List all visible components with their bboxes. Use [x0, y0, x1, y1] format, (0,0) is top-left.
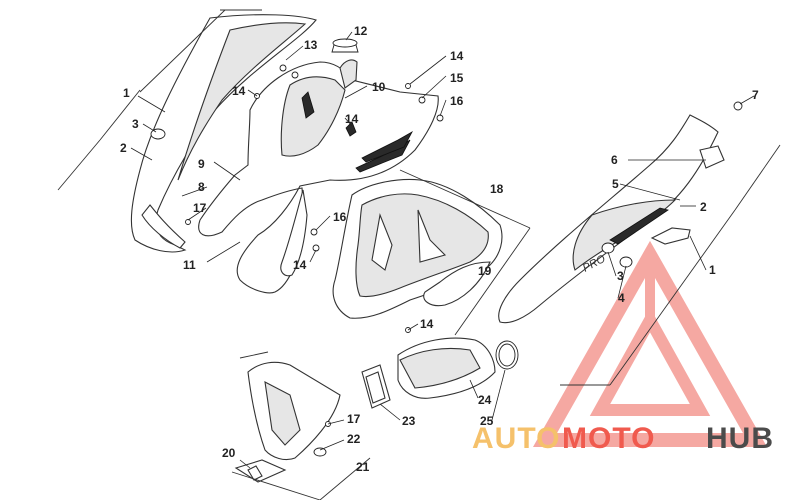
- leader-lines: [130, 31, 755, 469]
- watermark-logo-text: AUTO MOTO HUB: [472, 422, 774, 455]
- front-hood: [198, 38, 439, 294]
- callout-14-center: 14: [345, 112, 359, 126]
- callout-24: 24: [478, 393, 492, 407]
- watermark-hub: HUB: [706, 422, 774, 455]
- callout-11: 11: [183, 258, 196, 272]
- lower-bracket: [234, 361, 341, 483]
- callout-22: 22: [347, 432, 361, 446]
- callout-25: 25: [480, 414, 494, 428]
- callout-4: 4: [618, 291, 625, 305]
- callout-1-left: 1: [123, 86, 130, 100]
- callout-17-left: 17: [193, 201, 207, 215]
- callout-15: 15: [450, 71, 464, 85]
- callout-20: 20: [222, 446, 236, 460]
- watermark-moto: MOTO: [562, 422, 655, 455]
- callout-2-right: 2: [700, 200, 707, 214]
- watermark-logo-triangle: [532, 240, 768, 447]
- right-side-panel: PRO: [498, 114, 725, 324]
- callout-7: 7: [752, 88, 759, 102]
- callout-21: 21: [356, 460, 370, 474]
- callout-6: 6: [611, 153, 618, 167]
- grouping-brackets: [57, 9, 781, 500]
- callout-14-mid: 14: [293, 258, 307, 272]
- callout-16-top: 16: [450, 94, 464, 108]
- callout-3-left: 3: [132, 117, 139, 131]
- callout-14-top-right: 14: [450, 49, 464, 63]
- callout-23: 23: [402, 414, 416, 428]
- callout-3-right: 3: [617, 269, 624, 283]
- callout-19: 19: [478, 264, 492, 278]
- callout-14-lower: 14: [420, 317, 434, 331]
- callout-12: 12: [354, 24, 368, 38]
- callout-2-left: 2: [120, 141, 127, 155]
- callout-10: 10: [372, 80, 386, 94]
- callout-18: 18: [490, 182, 504, 196]
- callout-14-top-left: 14: [232, 84, 246, 98]
- storage-tray: [332, 179, 503, 319]
- air-intake-assembly: [361, 337, 519, 409]
- left-side-panel: [130, 14, 317, 253]
- callout-1-right: 1: [709, 263, 716, 277]
- callout-8: 8: [198, 180, 205, 194]
- callout-16-mid: 16: [333, 210, 347, 224]
- callout-17-lower: 17: [347, 412, 361, 426]
- callout-5: 5: [612, 177, 619, 191]
- callout-labels: 1 3 2 8 17 9 11 13 12 14 10 14 14 15 16 …: [120, 24, 759, 474]
- callout-9: 9: [198, 157, 205, 171]
- callout-13: 13: [304, 38, 318, 52]
- watermark-auto: AUTO: [472, 422, 560, 455]
